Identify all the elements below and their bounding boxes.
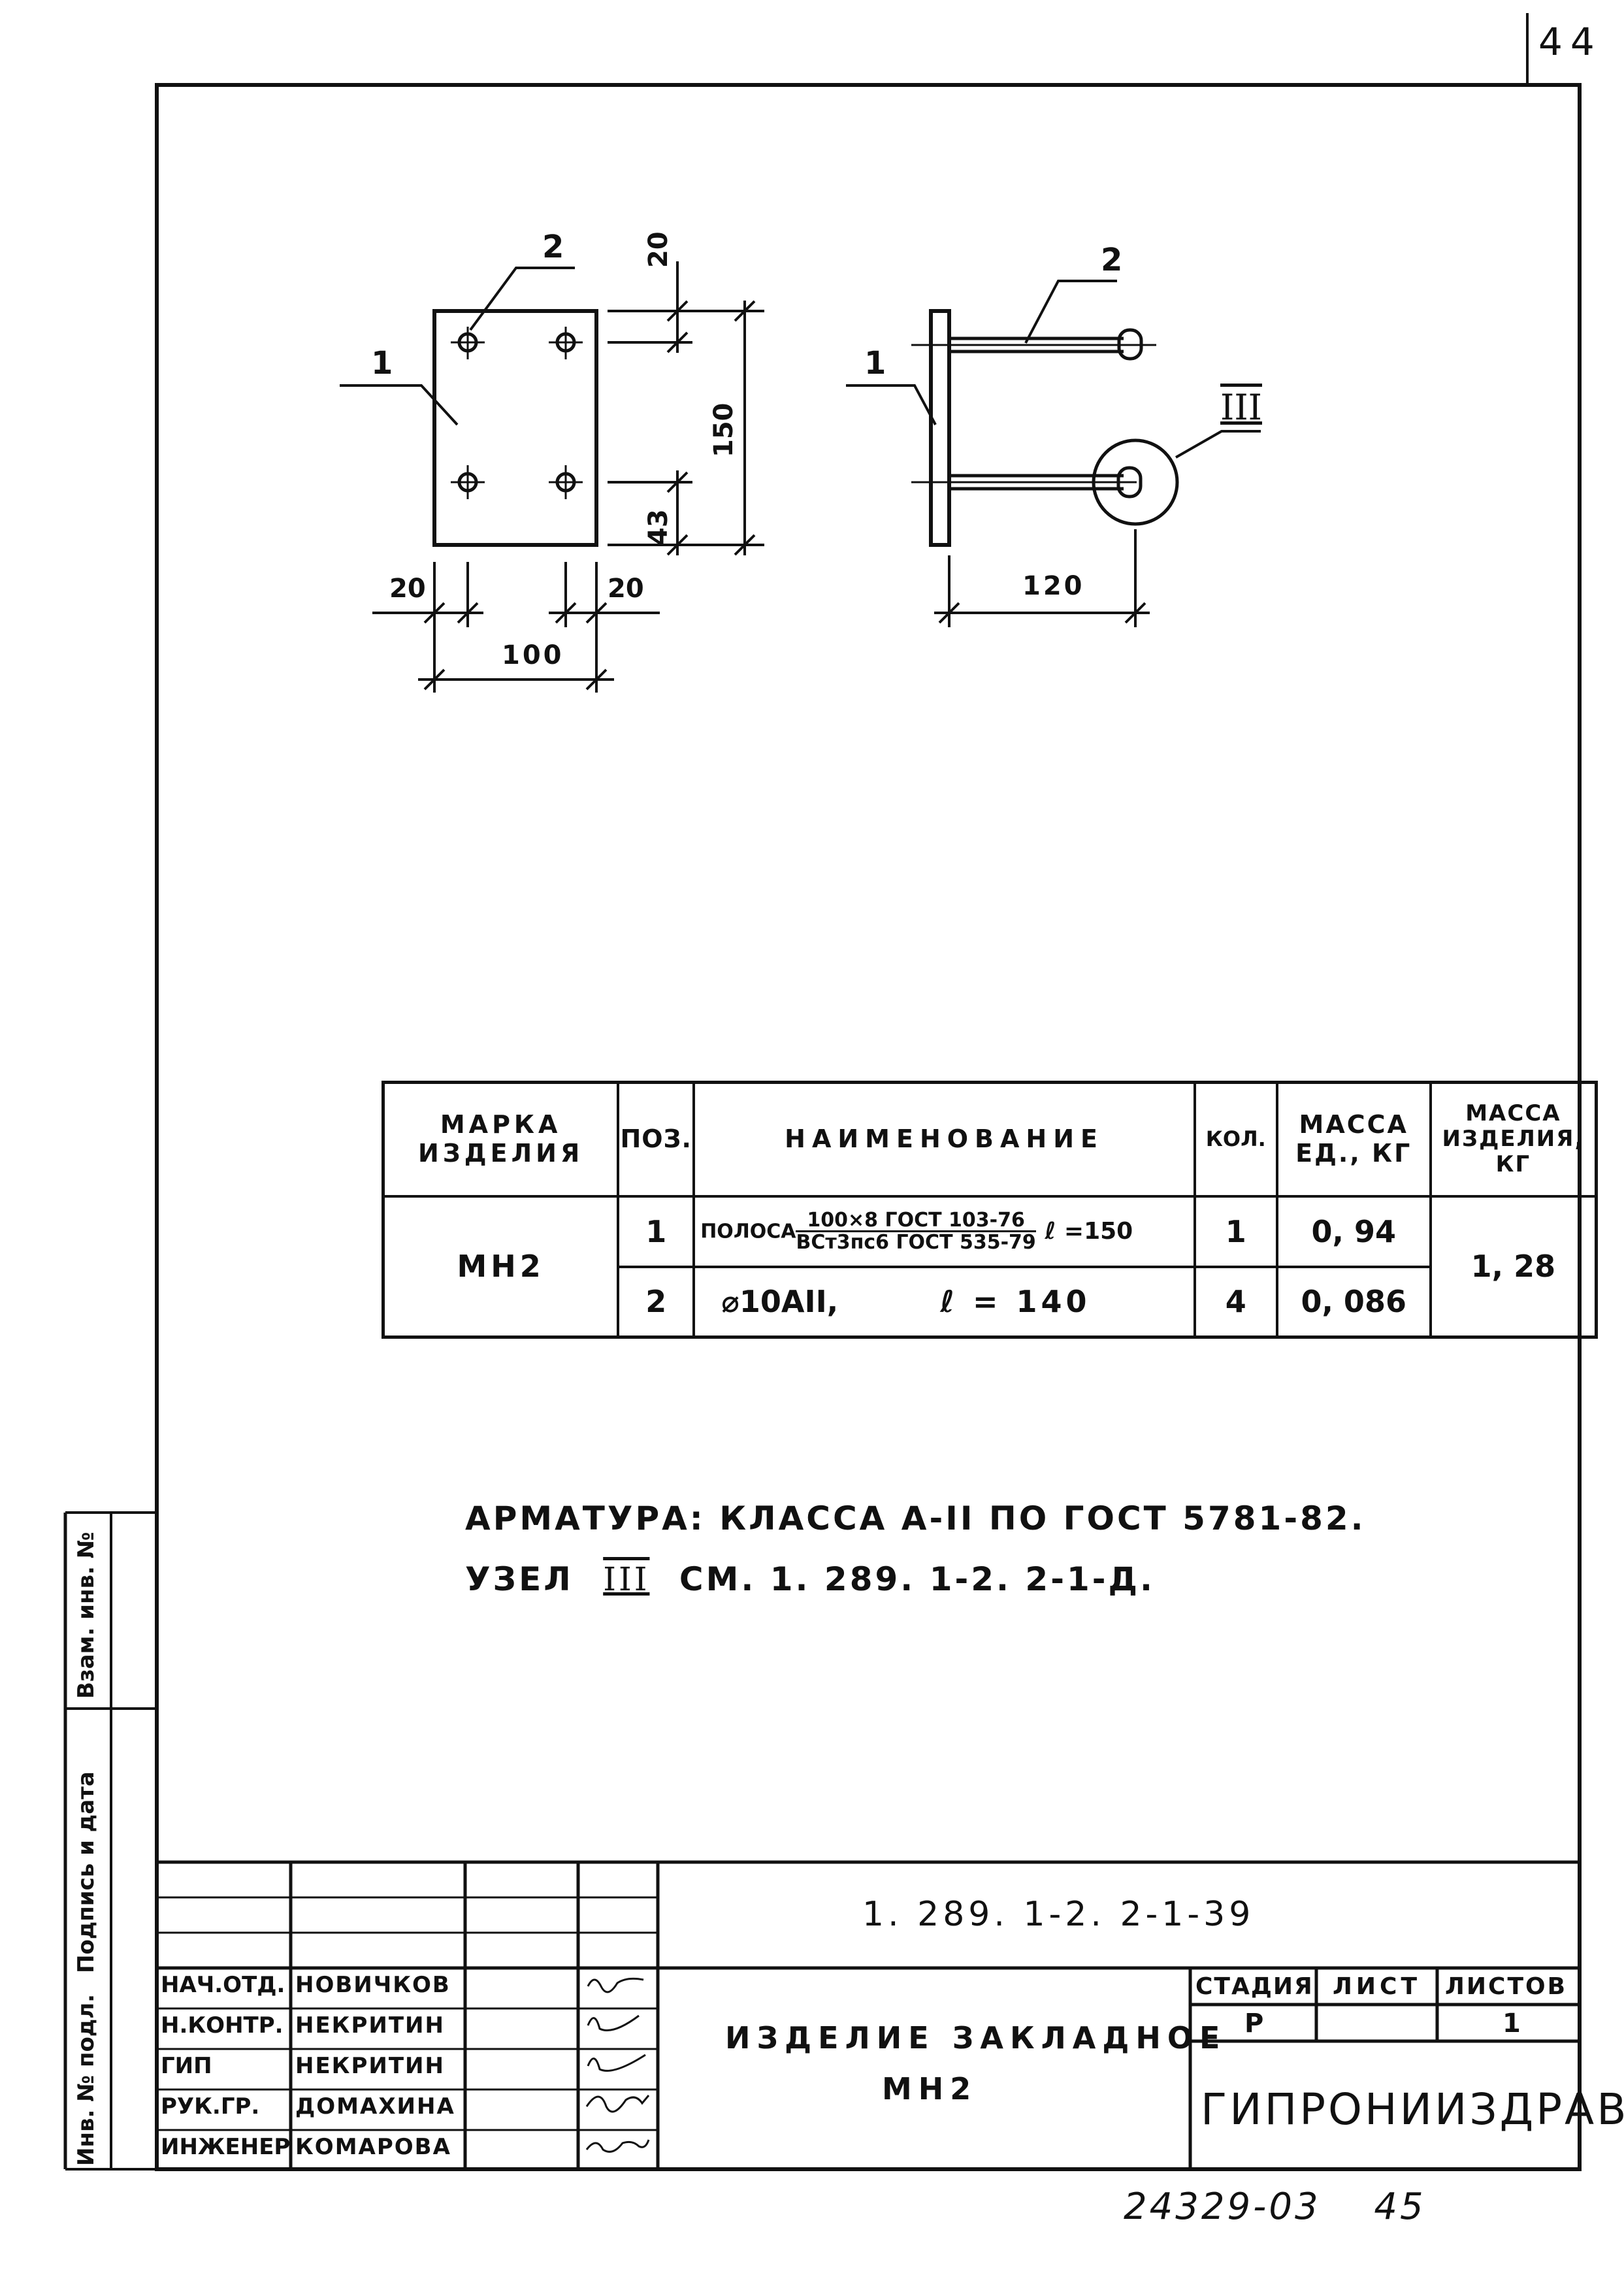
sheet-number: 44 [1538, 20, 1602, 64]
row1-name-den: ВСт3пс6 ГОСТ 535-79 [796, 1231, 1036, 1254]
sheets-value: 1 [1502, 2008, 1521, 2039]
document-title-mark: МН2 [882, 2071, 978, 2106]
row2-unit-mass: 0, 086 [1275, 1265, 1432, 1339]
header-item-mass: МАССА ИЗДЕЛИЯ, КГ [1429, 1081, 1598, 1198]
rod-hole [457, 472, 478, 493]
stage-header: СТАДИЯ [1195, 1973, 1314, 2000]
role-2: Н.КОНТР. [161, 2012, 284, 2039]
plate-side-view [929, 309, 951, 547]
row1-qty: 1 [1193, 1194, 1278, 1268]
item-mass-value: 1, 28 [1429, 1194, 1598, 1339]
row2-name: ⌀10АII, ℓ = 140 [692, 1265, 1196, 1339]
row2-qty: 4 [1193, 1265, 1278, 1339]
rod-hole [555, 332, 576, 353]
side-leader-pos-2: 2 [1101, 242, 1123, 278]
front-leader-pos-1: 1 [371, 345, 393, 382]
dim-bottom-offset: 43 [643, 509, 674, 546]
row1-name-prefix: ПОЛОСА [700, 1220, 796, 1243]
plate-front-view [432, 309, 598, 547]
rod-hole [457, 332, 478, 353]
row1-pos: 1 [617, 1194, 696, 1268]
role-3: ГИП [161, 2053, 212, 2079]
node-label: III [1220, 387, 1262, 428]
note-node-number: III [603, 1560, 650, 1598]
stage-value: Р [1244, 2008, 1264, 2039]
side-stamp-replaced-inv: Взам. инв. № [73, 1532, 99, 1699]
note-node-prefix: УЗЕЛ [465, 1560, 574, 1598]
dim-height: 150 [709, 402, 739, 458]
dim-top-offset: 20 [643, 231, 674, 268]
row2-name-len: ℓ = 140 [940, 1284, 1091, 1320]
dim-width: 100 [502, 640, 564, 670]
signatures [585, 1977, 650, 2153]
note-node-ref: СМ. 1. 289. 1-2. 2-1-Д. [679, 1560, 1156, 1598]
rod-hole [555, 472, 576, 493]
dim-length: 120 [1022, 571, 1085, 601]
header-name: НАИМЕНОВАНИЕ [692, 1081, 1196, 1198]
archive-code: 24329-03 [1124, 2186, 1321, 2228]
role-5: ИНЖЕНЕР [161, 2134, 291, 2160]
dim-right-offset: 20 [608, 574, 644, 604]
note-reinforcement: АРМАТУРА: КЛАССА А-II ПО ГОСТ 5781-82. [465, 1499, 1366, 1537]
row1-name-num: 100×8 ГОСТ 103-76 [796, 1209, 1036, 1232]
note-node: УЗЕЛ III СМ. 1. 289. 1-2. 2-1-Д. [465, 1560, 1155, 1598]
role-4: РУК.ГР. [161, 2093, 260, 2120]
header-mark: МАРКА ИЗДЕЛИЯ [382, 1081, 620, 1198]
name-4: ДОМАХИНА [295, 2093, 455, 2120]
header-unit-mass: МАССА ЕД., КГ [1275, 1081, 1432, 1198]
row1-name-len: ℓ =150 [1045, 1218, 1133, 1245]
name-5: КОМАРОВА [295, 2134, 451, 2160]
archive-number: 24329-03 45 [1124, 2186, 1426, 2228]
row2-pos: 2 [617, 1265, 696, 1339]
row1-unit-mass: 0, 94 [1275, 1194, 1432, 1268]
row2-name-main: ⌀10АII, [721, 1284, 839, 1320]
front-leader-pos-2: 2 [542, 229, 564, 265]
side-stamp-signature-date: Подпись и дата [73, 1771, 99, 1973]
sheet-header: ЛИСТ [1333, 1973, 1421, 2000]
dim-left-offset: 20 [389, 574, 426, 604]
specification-table: МАРКА ИЗДЕЛИЯ ПОЗ. НАИМЕНОВАНИЕ КОЛ. МАС… [382, 1081, 1598, 1339]
name-1: НОВИЧКОВ [295, 1972, 451, 1998]
mark-value: МН2 [382, 1194, 620, 1339]
organization-name: ГИПРОНИИЗДРАВ [1201, 2084, 1624, 2135]
document-title: ИЗДЕЛИЕ ЗАКЛАДНОЕ [725, 2020, 1227, 2056]
archive-page: 45 [1374, 2186, 1426, 2228]
name-2: НЕКРИТИН [295, 2012, 445, 2039]
side-stamp-inv-orig: Инв. № подл. [73, 1993, 99, 2166]
sheets-header: ЛИСТОВ [1445, 1973, 1568, 2000]
side-leader-pos-1: 1 [864, 345, 886, 382]
header-pos: ПОЗ. [617, 1081, 696, 1198]
sheet-number-divider [1526, 13, 1529, 85]
role-1: НАЧ.ОТД. [161, 1972, 285, 1998]
node-circle [1092, 438, 1179, 526]
document-code: 1. 289. 1-2. 2-1-39 [862, 1895, 1255, 1934]
header-qty: КОЛ. [1193, 1081, 1278, 1198]
name-3: НЕКРИТИН [295, 2053, 445, 2079]
